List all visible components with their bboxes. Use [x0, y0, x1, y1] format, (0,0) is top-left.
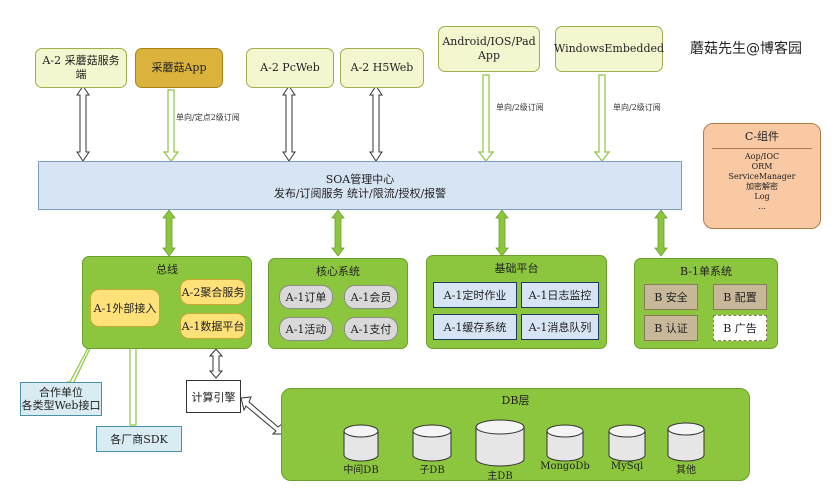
components-list: Aop/IOC ORM ServiceManager 加密解密 Log ... [712, 148, 812, 228]
bus-title: 总线 [156, 263, 178, 276]
android-box: Android/IOS/Pad App [438, 26, 540, 72]
db-label-sub: 子DB [419, 465, 445, 476]
b1-security: B 安全 [644, 284, 698, 310]
base-title: 基础平台 [494, 262, 539, 275]
db-label-mysql: MySql [610, 461, 644, 472]
component-item: ... [758, 202, 766, 211]
db-label-mongodb: MongoDb [540, 461, 590, 472]
arrow-service-soa [76, 85, 90, 162]
external-access: A-1外部接入 [90, 289, 160, 327]
core-title: 核心系统 [316, 265, 360, 278]
h5web-box: A-2 H5Web [340, 48, 424, 88]
arrow-pcweb-soa [282, 85, 296, 162]
soa-title: SOA管理中心 [325, 173, 395, 186]
core-member: A-1会员 [344, 285, 398, 309]
windows-box: WindowsEmbedded [553, 26, 665, 72]
aggregate-service: A-2聚合服务 [180, 279, 246, 305]
service-box: A-2 采蘑菇服务端 [35, 48, 127, 88]
db-cylinder-other [667, 422, 705, 462]
core-panel: 核心系统 A-1订单 A-1会员 A-1活动 A-1支付 [268, 258, 408, 349]
arrow-soa-b1 [654, 209, 668, 257]
db-panel: DB层 [281, 388, 750, 482]
core-payment: A-1支付 [344, 317, 398, 341]
partners-box: 合作单位 各类型Web接口 [20, 382, 102, 416]
compute-engine: 计算引擎 [186, 380, 241, 413]
vendors-box: 各厂商SDK [96, 426, 182, 452]
app-label: 采蘑菇App [151, 61, 207, 74]
db-cylinder-middle [343, 424, 379, 462]
arrow-h5web-soa [369, 85, 383, 162]
b1-title: B-1单系统 [679, 265, 732, 278]
soa-center: SOA管理中心 发布/订阅服务 统计/限流/授权/报警 [38, 161, 682, 210]
bus-panel: 总线 A-1外部接入 A-2聚合服务 A-1数据平台 [82, 256, 252, 349]
db-title: DB层 [501, 394, 530, 407]
core-activity: A-1活动 [279, 317, 333, 341]
arrow-compute-db [240, 396, 284, 435]
arrow-app-soa [162, 89, 180, 162]
component-item: ServiceManager [728, 172, 796, 181]
b1-panel: B-1单系统 B 安全 B 配置 B 认证 B 广告 [634, 258, 778, 349]
service-label: A-2 采蘑菇服务端 [42, 54, 120, 81]
b1-ads: B 广告 [713, 315, 767, 341]
base-log-monitor: A-1日志监控 [521, 282, 599, 308]
android-arrow-label: 单向/2级订阅 [496, 103, 544, 112]
core-order: A-1订单 [279, 285, 333, 309]
arrow-windows-soa [593, 74, 611, 162]
android-label: Android/IOS/Pad App [442, 35, 536, 62]
base-scheduler: A-1定时作业 [433, 282, 517, 308]
base-cache: A-1缓存系统 [433, 314, 517, 340]
db-cylinder-sub [412, 424, 452, 462]
db-cylinder-mysql [608, 424, 646, 462]
watermark: 蘑菇先生@博客园 [690, 41, 802, 57]
arrow-android-soa [477, 74, 495, 162]
app-box: 采蘑菇App [135, 48, 223, 88]
db-cylinder-main [475, 419, 525, 467]
arrow-bus-compute [208, 348, 224, 379]
component-item: Aop/IOC [744, 152, 780, 161]
data-platform: A-1数据平台 [180, 313, 246, 339]
base-mq: A-1消息队列 [521, 314, 599, 340]
db-label-middle: 中间DB [343, 465, 379, 476]
soa-subtitle: 发布/订阅服务 统计/限流/授权/报警 [273, 187, 447, 200]
arrow-soa-base [495, 209, 509, 257]
components-title: C-组件 [744, 130, 780, 143]
component-item: ORM [751, 162, 773, 171]
component-item: 加密解密 [746, 182, 778, 191]
db-cylinders [343, 419, 705, 467]
db-label-main: 主DB [487, 471, 513, 482]
arrow-soa-bus [162, 209, 176, 257]
b1-auth: B 认证 [644, 315, 698, 341]
windows-arrow-label: 单向/2级订阅 [613, 103, 661, 112]
db-label-other: 其他 [676, 465, 696, 476]
b1-config: B 配置 [713, 284, 767, 310]
pcweb-label: A-2 PcWeb [260, 61, 320, 74]
windows-label: WindowsEmbedded [553, 42, 665, 55]
app-arrow-label: 单向/定点2级订阅 [176, 113, 240, 122]
db-cylinder-mongodb [546, 424, 584, 462]
components-box: C-组件 Aop/IOC ORM ServiceManager 加密解密 Log… [703, 123, 821, 229]
base-panel: 基础平台 A-1定时作业 A-1日志监控 A-1缓存系统 A-1消息队列 [426, 255, 607, 349]
h5web-label: A-2 H5Web [350, 61, 414, 74]
pcweb-box: A-2 PcWeb [246, 48, 334, 88]
arrow-soa-core [331, 209, 345, 257]
component-item: Log [754, 192, 770, 201]
